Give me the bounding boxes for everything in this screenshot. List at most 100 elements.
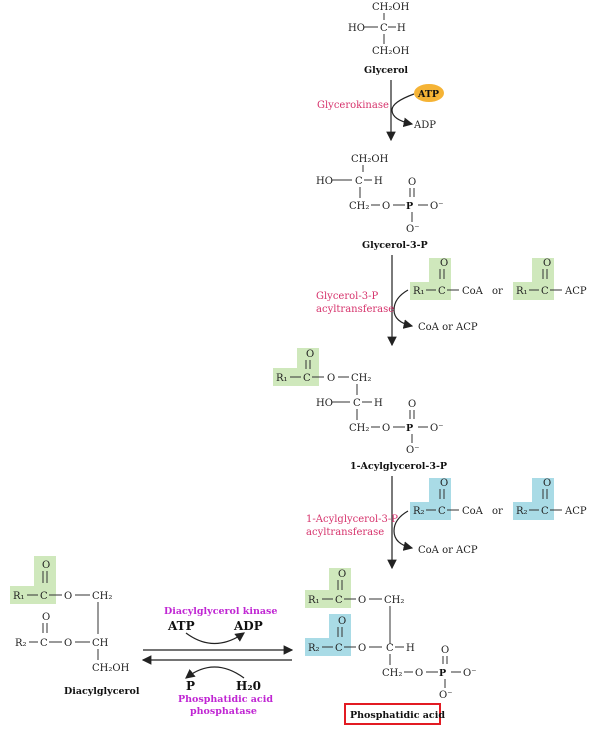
glycerol-c2-c: C xyxy=(380,23,388,34)
svg-text:O: O xyxy=(408,399,416,410)
svg-text:CoA: CoA xyxy=(462,286,484,297)
svg-text:O⁻: O⁻ xyxy=(430,423,443,434)
coa-or-acp-released-1: CoA or ACP xyxy=(418,322,478,333)
svg-text:O: O xyxy=(408,177,416,188)
svg-text:R₁: R₁ xyxy=(13,591,25,602)
glycerol-c3-ch2oh: CH₂OH xyxy=(372,46,410,57)
svg-text:O: O xyxy=(64,638,72,649)
product-highlight-box xyxy=(344,703,441,725)
phosphatidic-acid-label: Phosphatidic acid xyxy=(350,710,445,721)
glycerol-c2-h: H xyxy=(397,23,406,34)
svg-text:CH₂OH: CH₂OH xyxy=(92,663,130,674)
svg-text:HO: HO xyxy=(316,176,333,187)
svg-text:CH₂: CH₂ xyxy=(349,201,369,212)
svg-text:O: O xyxy=(327,373,335,384)
diacylglycerol-label: Diacylglycerol xyxy=(64,686,140,697)
pa-phosphatase-label-2: phosphatase xyxy=(190,706,257,717)
svg-text:CH₂: CH₂ xyxy=(384,595,404,606)
pa-phosphatase-label-1: Phosphatidic acid xyxy=(178,694,273,705)
svg-text:C: C xyxy=(303,373,311,384)
svg-text:O: O xyxy=(543,478,551,489)
svg-text:C: C xyxy=(438,506,446,517)
acyl-donor-curve-2 xyxy=(393,510,414,551)
svg-text:O: O xyxy=(440,258,448,269)
glycerol-structure: CH₂OH HO C H CH₂OH xyxy=(348,2,410,57)
acg3p-acyltransferase-label-1: 1-Acylglycerol-3-P xyxy=(306,514,398,525)
svg-text:O: O xyxy=(338,569,346,580)
svg-text:ACP: ACP xyxy=(564,286,587,297)
svg-text:C: C xyxy=(438,286,446,297)
svg-text:P: P xyxy=(439,668,446,679)
svg-text:O⁻: O⁻ xyxy=(406,224,419,235)
svg-text:CoA: CoA xyxy=(462,506,484,517)
glycerol-label: Glycerol xyxy=(364,65,408,76)
acg3p-acyltransferase-label-2: acyltransferase xyxy=(306,527,384,538)
glycerol-c1-ch2oh: CH₂OH xyxy=(372,2,410,13)
svg-text:O: O xyxy=(306,349,314,360)
svg-text:H: H xyxy=(406,643,415,654)
svg-text:R₂: R₂ xyxy=(308,643,320,654)
svg-text:O: O xyxy=(440,478,448,489)
svg-text:CH₂: CH₂ xyxy=(92,591,112,602)
svg-text:O⁻: O⁻ xyxy=(406,445,419,456)
svg-text:C: C xyxy=(335,595,343,606)
g3p-acyltransferase-label-2: acyltransferase xyxy=(316,304,394,315)
glycerol-3-p-label: Glycerol-3-P xyxy=(362,240,428,251)
dag-kinase-label: Diacylglycerol kinase xyxy=(164,606,277,617)
svg-text:R₂: R₂ xyxy=(413,506,425,517)
svg-text:CH₂: CH₂ xyxy=(382,668,402,679)
svg-text:C: C xyxy=(386,643,394,654)
svg-text:O: O xyxy=(382,423,390,434)
or-separator-2: or xyxy=(492,506,503,517)
svg-text:H: H xyxy=(374,398,383,409)
svg-text:O: O xyxy=(358,643,366,654)
glycerol-3-p-structure: CH₂OH HO C H CH₂ O O P O⁻ O⁻ xyxy=(316,154,443,235)
atp-text: ATP xyxy=(417,89,439,100)
svg-text:O: O xyxy=(42,612,50,623)
svg-text:O: O xyxy=(42,560,50,571)
svg-text:C: C xyxy=(541,506,549,517)
atp-kinase-text: ATP xyxy=(167,619,195,633)
svg-text:H: H xyxy=(374,176,383,187)
p-h2o-curve xyxy=(185,666,245,679)
svg-text:CH₂: CH₂ xyxy=(349,423,369,434)
acylglycerol-3-p-label: 1-Acylglycerol-3-P xyxy=(350,461,447,472)
or-separator: or xyxy=(492,286,503,297)
h2o-phosphatase-text: H₂0 xyxy=(236,679,261,693)
svg-text:C: C xyxy=(353,398,361,409)
p-phosphatase-text: P xyxy=(186,679,195,693)
glycerokinase-label: Glycerokinase xyxy=(317,100,389,111)
svg-text:O: O xyxy=(64,591,72,602)
svg-text:O: O xyxy=(382,201,390,212)
acylglycerol-3-p-structure: O R₁ C O CH₂ HO C H CH₂ O O P O⁻ O⁻ xyxy=(273,348,443,456)
svg-text:R₁: R₁ xyxy=(516,286,528,297)
atp-badge xyxy=(414,84,444,102)
svg-text:P: P xyxy=(406,201,413,212)
acyl-acp-donor-r2: O R₂ C ACP xyxy=(513,478,587,520)
svg-text:C: C xyxy=(40,591,48,602)
svg-text:C: C xyxy=(40,638,48,649)
adp-text: ADP xyxy=(413,120,436,131)
svg-text:R₂: R₂ xyxy=(516,506,528,517)
svg-text:CH₂: CH₂ xyxy=(351,373,371,384)
svg-text:O⁻: O⁻ xyxy=(439,690,452,701)
svg-text:O: O xyxy=(338,616,346,627)
phosphatidic-acid-structure: O R₁ C O CH₂ O R₂ C O C H CH₂ O O P O⁻ xyxy=(305,568,476,701)
svg-text:C: C xyxy=(335,643,343,654)
svg-text:O⁻: O⁻ xyxy=(430,201,443,212)
svg-text:HO: HO xyxy=(316,398,333,409)
acyl-coa-donor-r1: O R₁ C CoA xyxy=(410,258,484,300)
g3p-acyltransferase-label-1: Glycerol-3-P xyxy=(316,291,378,302)
adp-kinase-text: ADP xyxy=(233,619,263,633)
svg-text:O: O xyxy=(415,668,423,679)
svg-text:C: C xyxy=(541,286,549,297)
svg-text:O: O xyxy=(441,645,449,656)
svg-text:CH: CH xyxy=(92,638,109,649)
svg-text:R₂: R₂ xyxy=(15,638,27,649)
atp-adp-curve xyxy=(391,93,415,128)
coa-or-acp-released-2: CoA or ACP xyxy=(418,545,478,556)
svg-text:R₁: R₁ xyxy=(308,595,320,606)
svg-text:C: C xyxy=(355,176,363,187)
diacylglycerol-structure: O R₁ C O CH₂ O R₂ C O CH CH₂OH xyxy=(10,556,130,674)
